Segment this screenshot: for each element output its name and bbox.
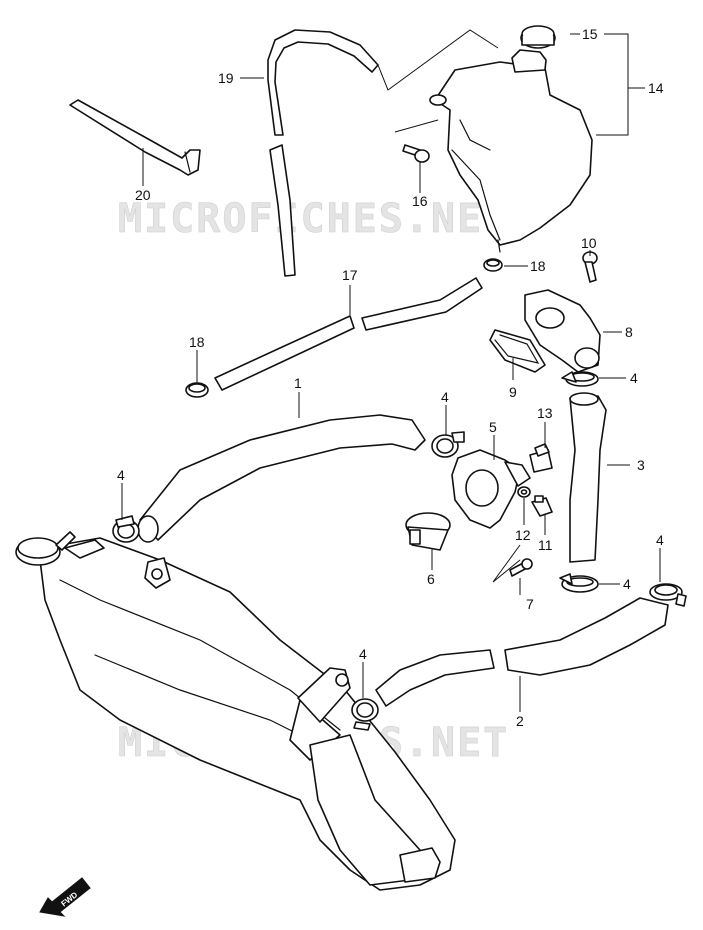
- alignment-line-19: [377, 29, 499, 91]
- callout-8: 8: [625, 324, 633, 340]
- gasket-12: [517, 486, 531, 498]
- callout-18-upper: 18: [530, 258, 546, 274]
- reservoir-cap: [520, 25, 556, 49]
- thermostat-housing: [524, 289, 601, 373]
- callout-13: 13: [537, 405, 553, 421]
- fwd-arrow-icon: FWD: [39, 877, 91, 917]
- bolt-16: [402, 144, 430, 163]
- radiator-cap: [15, 531, 105, 566]
- callout-14: 14: [648, 80, 664, 96]
- callout-7: 7: [526, 596, 534, 612]
- thermostat: [405, 512, 451, 551]
- clamp-4c: [561, 371, 599, 387]
- hose-17: [214, 277, 483, 391]
- watermark-top: MICROFICHES.NET: [118, 196, 509, 242]
- bracket: [69, 99, 201, 176]
- callout-10: 10: [581, 235, 597, 251]
- callout-4-hose3-bottom: 4: [623, 576, 631, 592]
- bolt-10: [582, 251, 598, 283]
- clamp-4e: [649, 583, 687, 607]
- callout-17: 17: [342, 267, 358, 283]
- callout-4-hose1-left: 4: [117, 467, 125, 483]
- bolt-7: [509, 558, 533, 577]
- clamp-18-upper: [483, 258, 503, 272]
- callout-9: 9: [509, 384, 517, 400]
- alignment-line-16: [394, 119, 439, 133]
- thermostat-cover: [451, 449, 531, 529]
- clamp-4a: [112, 515, 140, 543]
- callout-19: 19: [218, 70, 234, 86]
- callout-12: 12: [515, 527, 531, 543]
- callout-5: 5: [489, 419, 497, 435]
- callout-2: 2: [516, 713, 524, 729]
- switch-11: [531, 495, 553, 517]
- callout-6: 6: [427, 571, 435, 587]
- o-ring: [489, 329, 546, 373]
- callout-4-hose1-right: 4: [441, 389, 449, 405]
- clamp-4b: [431, 431, 465, 458]
- hose-2: [375, 597, 669, 707]
- clamp-4f: [351, 698, 379, 731]
- callout-15: 15: [582, 26, 598, 42]
- callout-4-hose2-left: 4: [359, 646, 367, 662]
- callout-11: 11: [538, 537, 553, 553]
- callout-20: 20: [135, 187, 151, 203]
- hose-3: [569, 392, 607, 563]
- callout-4-hose2-right: 4: [656, 532, 664, 548]
- callout-18-lower: 18: [189, 334, 205, 350]
- callout-4-thermo-housing: 4: [630, 370, 638, 386]
- callout-1: 1: [294, 375, 302, 391]
- breather-tube: [267, 29, 379, 277]
- hose-1: [137, 414, 426, 543]
- callout-3: 3: [637, 457, 645, 473]
- clamp-4d: [559, 573, 599, 593]
- callout-16: 16: [412, 193, 428, 209]
- reservoir-tank: [429, 49, 593, 253]
- temp-sensor-13: [529, 443, 553, 473]
- clamp-18-lower: [185, 382, 209, 398]
- radiator: [39, 537, 456, 891]
- alignment-line-7: [492, 544, 521, 583]
- leader-lines: [121, 33, 661, 712]
